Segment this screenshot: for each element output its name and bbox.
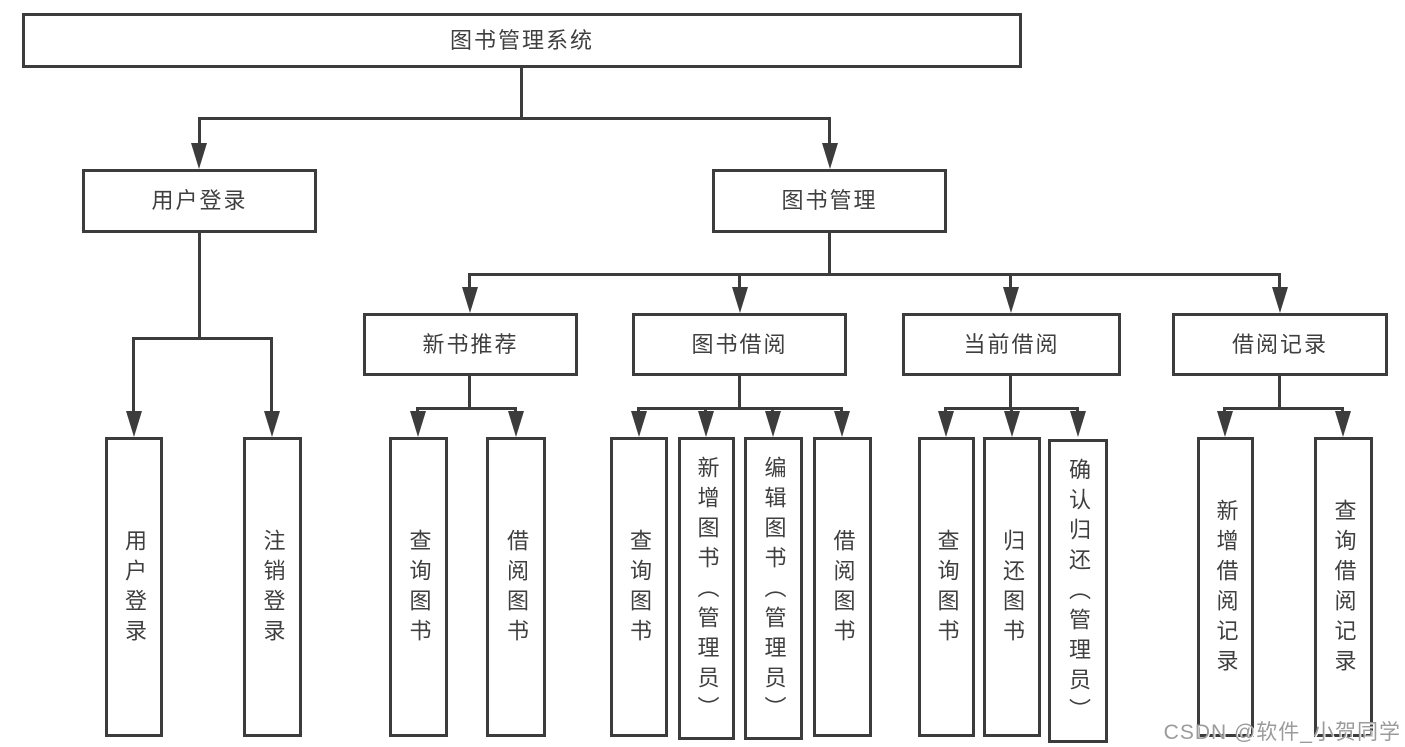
connector-line (704, 407, 707, 413)
connector-line (1341, 407, 1344, 413)
arrow-down-icon (1335, 411, 1351, 437)
connector-line (198, 117, 201, 145)
node-leaf-nbr-borrow-book: 借阅图书 (486, 437, 546, 737)
connector-line (771, 407, 774, 413)
connector-line (637, 407, 843, 410)
arrow-down-icon (834, 411, 850, 437)
connector-line (1223, 407, 1226, 413)
arrow-down-icon (1217, 411, 1233, 437)
arrow-down-icon (698, 411, 714, 437)
node-leaf-bb-query-book: 查询图书 (610, 437, 668, 737)
arrow-down-icon (410, 411, 426, 437)
connector-line (468, 273, 1281, 276)
connector-line (468, 376, 471, 407)
connector-line (270, 340, 273, 413)
connector-line (132, 337, 273, 340)
arrow-down-icon (191, 143, 207, 169)
connector-line (828, 233, 831, 273)
csdn-watermark: CSDN @软件_小贺同学 (1163, 721, 1401, 744)
node-root-system: 图书管理系统 (22, 13, 1022, 68)
node-leaf-bb-add-book: 新增图书（管理员） (678, 437, 735, 740)
connector-line (468, 276, 471, 289)
node-leaf-cb-confirm-return: 确认归还（管理员） (1048, 439, 1108, 743)
connector-line (738, 376, 741, 407)
node-group-current-borrow: 当前借阅 (902, 313, 1121, 376)
arrow-down-icon (822, 143, 838, 169)
node-group-book-borrow: 图书借阅 (632, 313, 847, 376)
node-leaf-logout: 注销登录 (243, 437, 302, 737)
connector-line (738, 276, 741, 289)
node-group-book-mgmt: 图书管理 (712, 169, 947, 233)
arrow-down-icon (631, 411, 647, 437)
arrow-down-icon (1272, 287, 1288, 313)
connector-line (828, 117, 831, 145)
connector-line (198, 233, 201, 337)
arrow-down-icon (462, 287, 478, 313)
connector-line (1009, 376, 1012, 407)
arrow-down-icon (508, 411, 524, 437)
node-group-new-book-rec: 新书推荐 (363, 313, 578, 376)
node-leaf-user-login: 用户登录 (105, 437, 163, 737)
arrow-down-icon (126, 411, 142, 437)
node-leaf-bb-borrow-book: 借阅图书 (813, 437, 872, 737)
connector-line (1278, 376, 1281, 407)
arrow-down-icon (765, 411, 781, 437)
connector-line (132, 340, 135, 413)
connector-line (416, 407, 419, 413)
node-leaf-cb-query-book: 查询图书 (918, 437, 975, 737)
arrow-down-icon (732, 287, 748, 313)
arrow-down-icon (264, 411, 280, 437)
connector-line (198, 117, 831, 120)
connector-line (416, 407, 517, 410)
connector-line (1009, 276, 1012, 289)
arrow-down-icon (1004, 411, 1020, 437)
node-leaf-cb-return-book: 归还图书 (983, 437, 1041, 737)
connector-line (1278, 276, 1281, 289)
connector-line (520, 68, 523, 117)
connector-line (514, 407, 517, 413)
node-leaf-bb-edit-book: 编辑图书（管理员） (744, 437, 803, 740)
node-leaf-br-query-record: 查询借阅记录 (1314, 437, 1373, 737)
arrow-down-icon (1003, 287, 1019, 313)
node-leaf-br-add-record: 新增借阅记录 (1197, 437, 1254, 737)
node-group-user-login: 用户登录 (82, 169, 317, 233)
connector-line (637, 407, 640, 413)
connector-line (1010, 407, 1013, 413)
connector-line (1223, 407, 1344, 410)
connector-line (1076, 407, 1079, 413)
connector-line (944, 407, 947, 413)
node-group-borrow-record: 借阅记录 (1172, 313, 1388, 376)
arrow-down-icon (938, 411, 954, 437)
arrow-down-icon (1070, 411, 1086, 437)
node-leaf-nbr-query-book: 查询图书 (389, 437, 448, 737)
connector-line (840, 407, 843, 413)
